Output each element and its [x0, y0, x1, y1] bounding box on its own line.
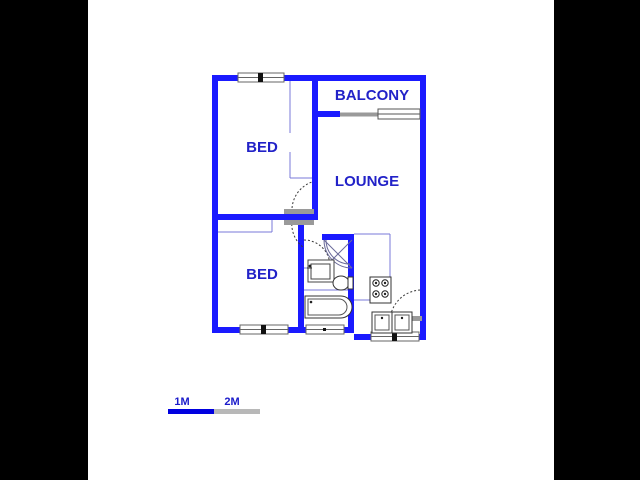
- wall-right-exterior: [420, 75, 426, 340]
- window-bed-top: [237, 72, 285, 83]
- wall-balcony-divider-left: [318, 111, 340, 117]
- kitchen-sink: [371, 311, 413, 334]
- room-label-bed-top: BED: [246, 139, 278, 156]
- wall-top-balcony: [318, 75, 426, 81]
- windows-group: [237, 72, 420, 342]
- scale-label-2m: 2M: [224, 396, 239, 408]
- room-label-balcony: BALCONY: [335, 87, 409, 104]
- wall-bed-divider: [212, 214, 300, 220]
- sliding-door-balcony: [340, 108, 421, 120]
- wall-bed-lounge: [312, 75, 318, 220]
- wall-bed-bath-stub: [298, 220, 304, 234]
- bathtub: [304, 295, 353, 319]
- scale-bar-segment-1m: [168, 409, 214, 414]
- scale-bar-segment-2m: [214, 409, 260, 414]
- window-bed-bottom: [239, 324, 289, 335]
- scale-label-1m: 1M: [174, 396, 189, 408]
- wall-left-exterior: [212, 75, 218, 333]
- wall-shower-top: [322, 234, 354, 240]
- stove: [369, 276, 392, 304]
- window-bathroom: [305, 324, 345, 335]
- wall-bed-bath: [298, 234, 304, 333]
- room-label-lounge: LOUNGE: [335, 173, 399, 190]
- door-bed-bottom: [284, 219, 314, 249]
- toilet: [332, 275, 354, 291]
- basin: [307, 259, 335, 283]
- door-bed-top: [284, 181, 314, 214]
- room-label-bed-bottom: BED: [246, 266, 278, 283]
- room-labels-group: BED BALCONY LOUNGE BED: [246, 87, 409, 283]
- scale-bar: 1M 2M: [168, 396, 260, 414]
- wall-bed-divider-stub: [300, 214, 314, 220]
